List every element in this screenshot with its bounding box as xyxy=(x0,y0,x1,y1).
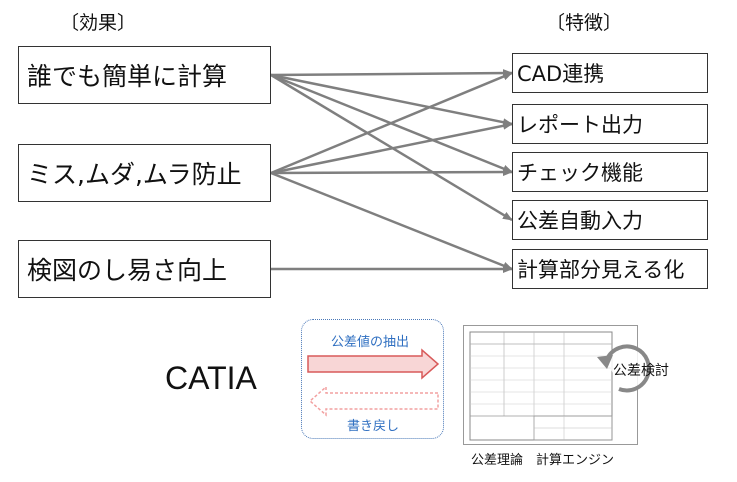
writeback-label: 書き戻し xyxy=(347,419,400,434)
effect-box-easy-calculation: 誰でも簡単に計算 xyxy=(18,46,271,104)
process-arrows xyxy=(307,348,440,417)
drawing-sheet-icon xyxy=(469,331,613,441)
connector-arrow xyxy=(270,71,513,175)
effect-box-drawing-check: 検図のし易さ向上 xyxy=(18,240,271,298)
connector-arrow xyxy=(270,168,513,177)
tolerance-check-label: 公差検討 xyxy=(613,363,669,379)
cycle-arrow-icon xyxy=(597,344,651,393)
catia-label: CATIA xyxy=(165,360,257,396)
connector-arrow xyxy=(270,171,513,271)
feature-box-auto-tolerance: 公差自動入力 xyxy=(512,200,708,240)
feature-label: 計算部分見える化 xyxy=(517,258,685,282)
feature-box-check-function: チェック機能 xyxy=(512,152,708,192)
connector-arrow xyxy=(270,121,513,175)
feature-box-cad-link: CAD連携 xyxy=(512,53,708,93)
feature-label: レポート出力 xyxy=(517,113,643,137)
effect-label: 誰でも簡単に計算 xyxy=(27,62,228,91)
effect-label: ミス,ムダ,ムラ防止 xyxy=(27,160,242,189)
drawing-thumbnail xyxy=(463,325,651,445)
process-group: 公差値の抽出 書き戻し xyxy=(301,319,444,439)
connector-arrow xyxy=(270,73,513,127)
feature-box-visualization: 計算部分見える化 xyxy=(512,249,708,289)
extract-label: 公差値の抽出 xyxy=(331,335,410,350)
features-header: 〔特徴〕 xyxy=(546,12,623,34)
feature-box-report-output: レポート出力 xyxy=(512,104,708,144)
feature-label: 公差自動入力 xyxy=(517,209,643,233)
connector-arrow xyxy=(270,69,513,78)
effect-label: 検図のし易さ向上 xyxy=(27,256,228,285)
feature-label: CAD連携 xyxy=(517,62,605,86)
effects-header: 〔効果〕 xyxy=(60,12,137,34)
writeback-arrow xyxy=(308,385,439,417)
engine-caption: 公差理論 計算エンジン xyxy=(471,453,615,468)
effect-box-error-prevention: ミス,ムダ,ムラ防止 xyxy=(18,144,271,202)
feature-label: チェック機能 xyxy=(517,161,643,185)
extract-arrow xyxy=(307,348,440,380)
